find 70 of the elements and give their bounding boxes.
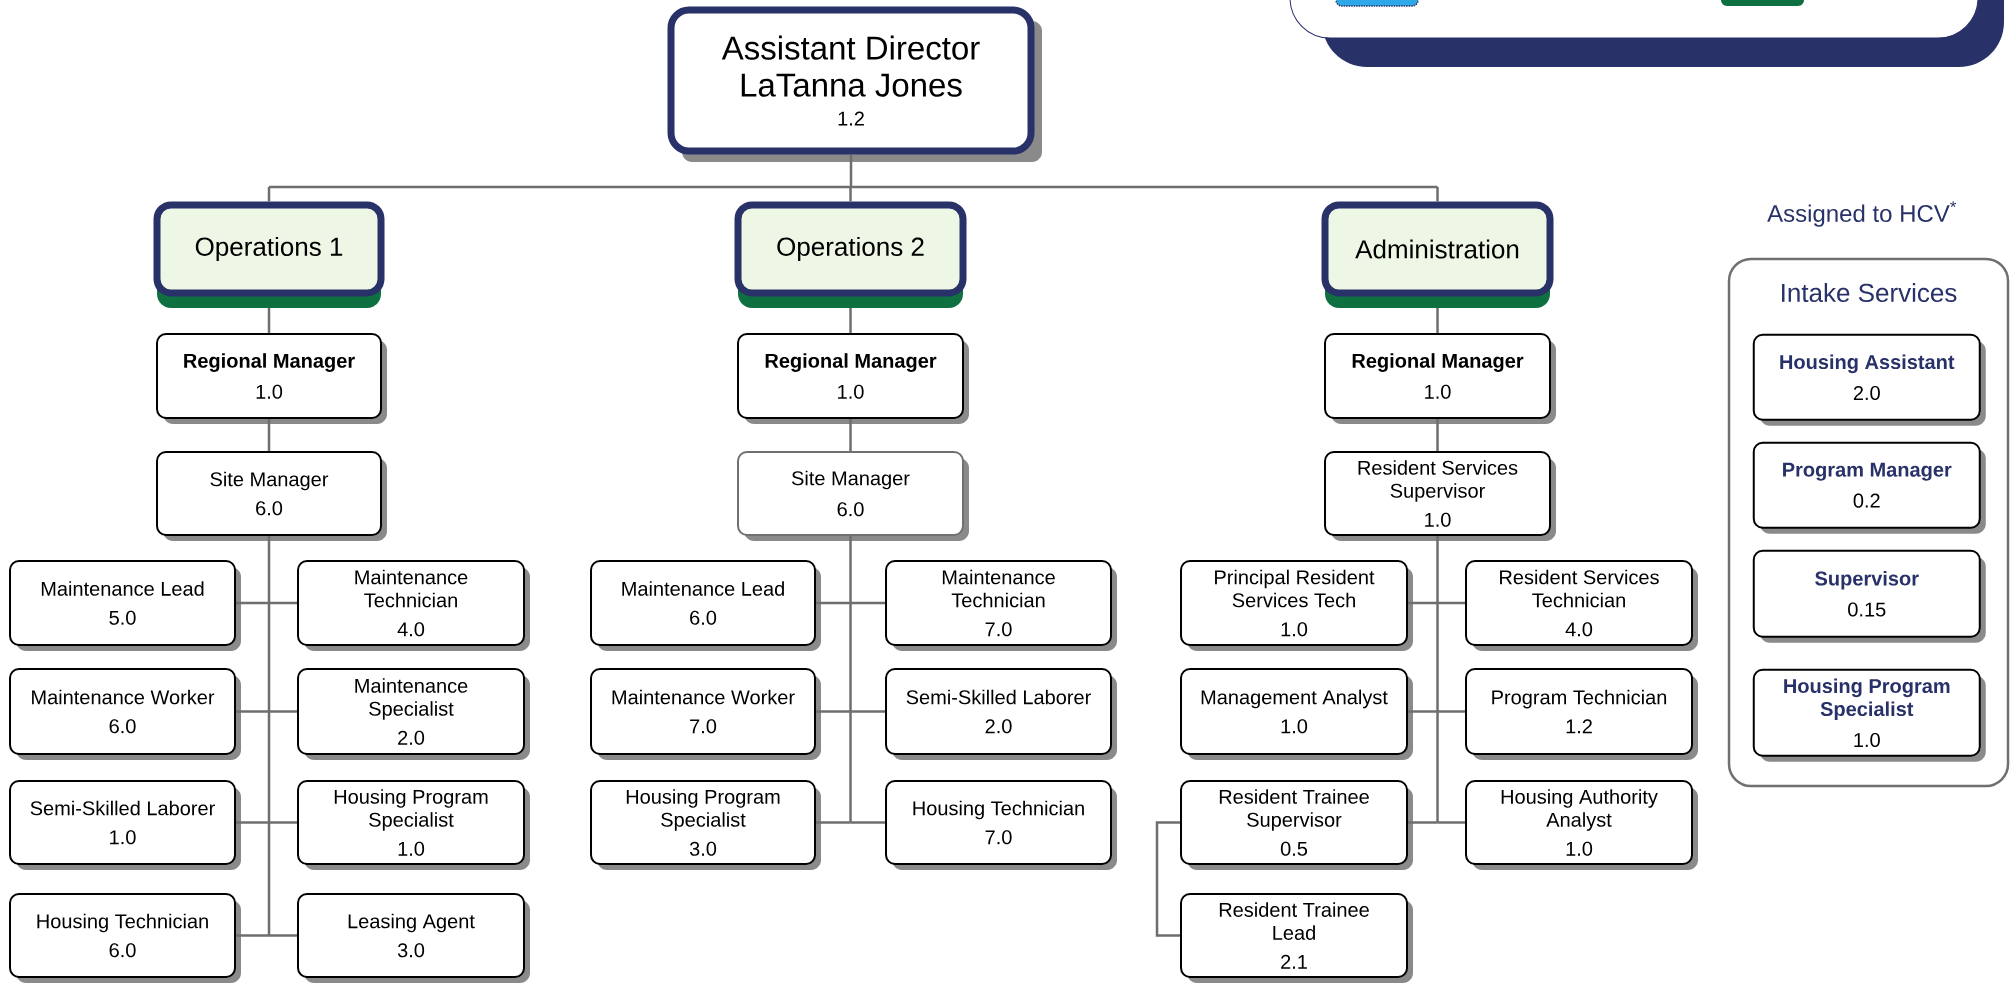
- position-box: Maintenance Lead 5.0: [9, 560, 241, 651]
- position-box: Maintenance Worker 6.0: [9, 668, 241, 760]
- position-box: Housing Program Specialist 3.0: [590, 780, 821, 870]
- director-box: Assistant Director LaTanna Jones 1.2: [667, 6, 1042, 162]
- connector-line: [1436, 308, 1439, 333]
- position-box: Program Technician 1.2: [1465, 668, 1698, 760]
- position-box: Housing Technician 7.0: [885, 780, 1117, 870]
- position-box: Supervisor 0.15: [1752, 549, 1986, 643]
- connector-line: [267, 187, 271, 202]
- position-box: Program Manager 0.2: [1752, 441, 1986, 534]
- position-box: Maintenance Specialist 2.0: [297, 668, 530, 760]
- position-box: Housing Authority Analyst 1.0: [1465, 780, 1698, 870]
- connector-line: [1436, 536, 1439, 823]
- position-box: Maintenance Technician 4.0: [297, 560, 530, 651]
- connector-line: [236, 934, 269, 937]
- connector-line: [849, 308, 852, 333]
- position-box: Regional Manager 1.0: [156, 333, 387, 424]
- position-box: Semi-Skilled Laborer 1.0: [9, 780, 241, 870]
- connector-line: [849, 536, 852, 823]
- position-box: Resident Trainee Lead 2.1: [1180, 893, 1413, 983]
- position-box: Semi-Skilled Laborer 2.0: [885, 668, 1117, 760]
- connector-line: [267, 536, 271, 936]
- connector-line: [1436, 187, 1439, 202]
- connector-line: [269, 601, 297, 605]
- position-box: Leasing Agent 3.0: [297, 893, 530, 983]
- position-box: Housing Assistant 2.0: [1752, 333, 1986, 426]
- connector-line: [850, 710, 885, 713]
- position-box: Management Analyst 1.0: [1180, 668, 1413, 760]
- department-box: Operations 1: [153, 201, 385, 308]
- connector-line: [1436, 419, 1439, 451]
- connector-line: [850, 601, 885, 605]
- department-box: Operations 2: [734, 201, 967, 308]
- position-box: Resident Services Technician 4.0: [1465, 560, 1698, 651]
- connector-line: [269, 934, 297, 937]
- connector-line: [816, 821, 851, 824]
- connector-line: [849, 187, 852, 202]
- heading-text: Assigned to HCV$^{*}$: [1767, 201, 1957, 227]
- connector-line: [850, 821, 885, 824]
- connector-line: [269, 821, 297, 824]
- position-box: Site Manager 6.0: [156, 451, 387, 541]
- position-box: Resident Services Supervisor 1.0: [1324, 451, 1556, 541]
- connector-line: [236, 601, 269, 605]
- position-box: Housing Program Specialist 1.0: [1752, 668, 1986, 762]
- position-box: Principal Resident Services Tech 1.0: [1180, 560, 1413, 651]
- position-box: Maintenance Lead 6.0: [590, 560, 821, 651]
- position-box: Maintenance Worker 7.0: [590, 668, 821, 760]
- position-box: Maintenance Technician 7.0: [885, 560, 1117, 651]
- position-box: Resident Trainee Supervisor 0.5: [1180, 780, 1413, 870]
- connector-line: [236, 710, 269, 713]
- position-box: Regional Manager 1.0: [1324, 333, 1556, 424]
- connector-line: [267, 308, 271, 333]
- connector-line: [816, 601, 851, 605]
- department-box: Administration: [1321, 201, 1554, 308]
- connector-line: [849, 419, 852, 451]
- connector-line: [1408, 821, 1438, 824]
- connector-line: [267, 153, 1439, 189]
- connector-line: [1155, 821, 1180, 937]
- connector-line: [269, 710, 297, 713]
- position-box: Housing Program Specialist 1.0: [297, 780, 530, 870]
- position-box: Site Manager 6.0: [737, 451, 969, 541]
- connector-line: [816, 710, 851, 713]
- connector-line: [1408, 710, 1438, 713]
- position-box: Regional Manager 1.0: [737, 333, 969, 424]
- connector-line: [236, 821, 269, 824]
- connector-line: [1437, 601, 1465, 605]
- position-box: Housing Technician 6.0: [9, 893, 241, 983]
- connector-line: [1408, 601, 1438, 605]
- connector-line: [1437, 710, 1465, 713]
- connector-line: [267, 419, 271, 451]
- connector-line: [1437, 821, 1465, 824]
